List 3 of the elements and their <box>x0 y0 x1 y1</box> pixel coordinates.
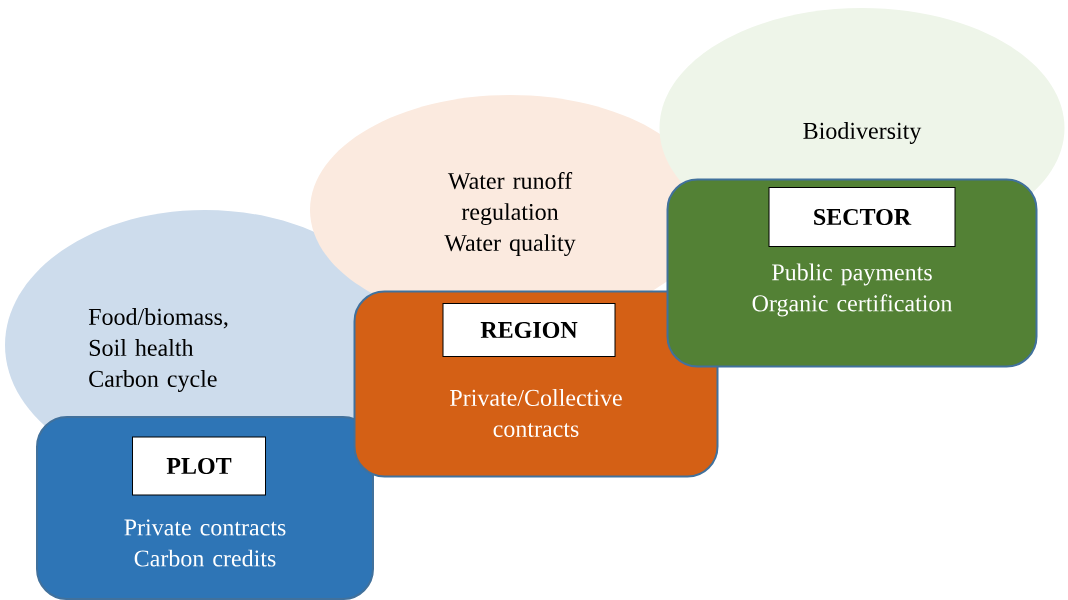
title-box: REGION <box>442 303 616 357</box>
title-box: SECTOR <box>768 187 956 247</box>
title-box: PLOT <box>132 436 266 496</box>
